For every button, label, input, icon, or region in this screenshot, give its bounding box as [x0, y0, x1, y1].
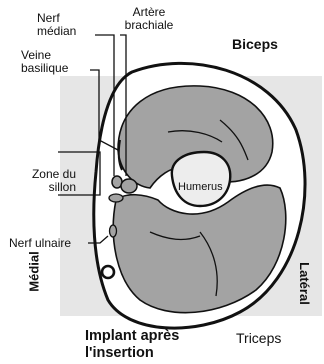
label-zone-du-sillon-text: Zone du sillon	[20, 168, 76, 194]
label-medial-text: Médial	[27, 251, 42, 291]
label-artere-brachiale-text: Artère brachiale	[118, 6, 180, 32]
label-humerus: Humerus	[178, 181, 223, 193]
nerf-ulnaire-structure	[110, 225, 117, 237]
label-zone-du-sillon: Zone du sillon	[20, 168, 76, 194]
label-lateral-text: Latéral	[297, 262, 312, 305]
label-nerf-median: Nerf médian	[37, 12, 76, 38]
artere-brachiale-structure	[121, 179, 137, 193]
label-implant: Implant après l'insertion	[85, 328, 179, 362]
label-humerus-text: Humerus	[178, 181, 223, 193]
label-artere-brachiale: Artère brachiale	[118, 6, 180, 32]
label-medial: Médial	[27, 251, 42, 291]
vessel-small	[109, 194, 123, 202]
label-nerf-ulnaire-text: Nerf ulnaire	[9, 236, 71, 250]
label-biceps: Biceps	[232, 36, 278, 52]
label-implant-text: Implant après l'insertion	[85, 328, 179, 362]
humerus-bone	[172, 152, 230, 206]
label-veine-basilique-text: Veine basilique	[21, 49, 68, 75]
label-lateral: Latéral	[297, 262, 312, 305]
label-triceps-text: Triceps	[236, 330, 281, 346]
label-triceps: Triceps	[236, 330, 281, 346]
label-veine-basilique: Veine basilique	[21, 49, 68, 75]
implant-ring	[102, 266, 114, 278]
label-nerf-median-text: Nerf médian	[37, 12, 76, 38]
label-biceps-text: Biceps	[232, 36, 278, 52]
label-nerf-ulnaire: Nerf ulnaire	[9, 237, 71, 250]
